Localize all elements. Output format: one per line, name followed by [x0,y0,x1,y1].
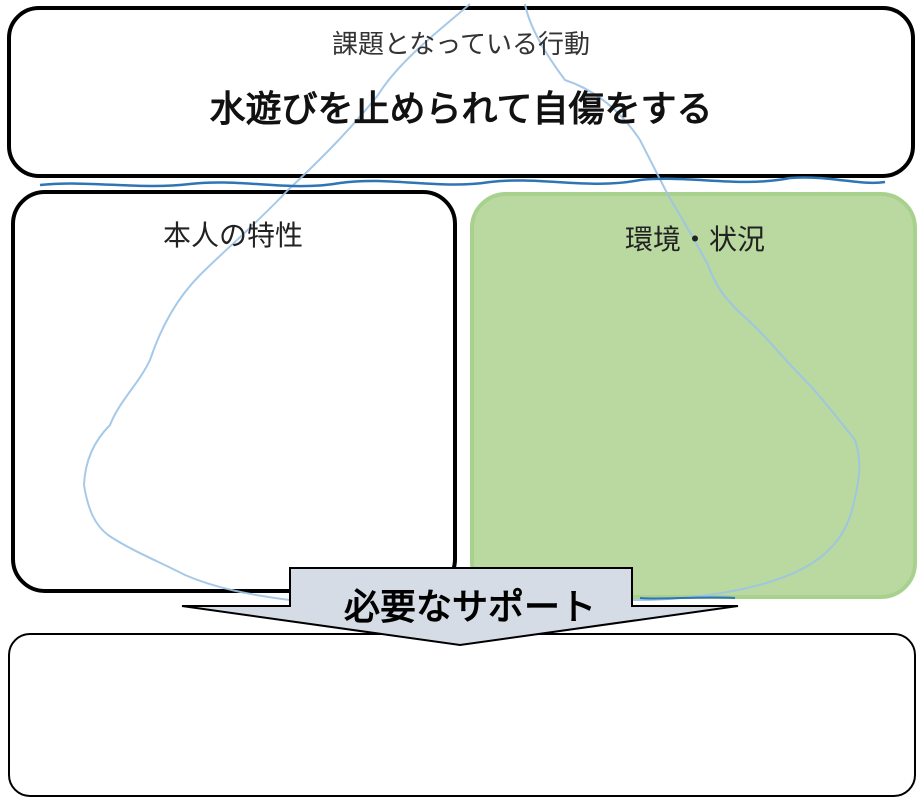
required-support-arrow-label: 必要なサポート [343,587,596,628]
individual-characteristics-label: 本人の特性 [162,219,303,252]
problem-behavior-title: 水遊びを止められて自傷をする [209,89,713,130]
required-support-box [8,633,916,797]
problem-behavior-heading: 課題となっている行動 [332,30,590,60]
waterline [39,176,886,188]
environment-situation-label: 環境・状況 [624,223,765,256]
